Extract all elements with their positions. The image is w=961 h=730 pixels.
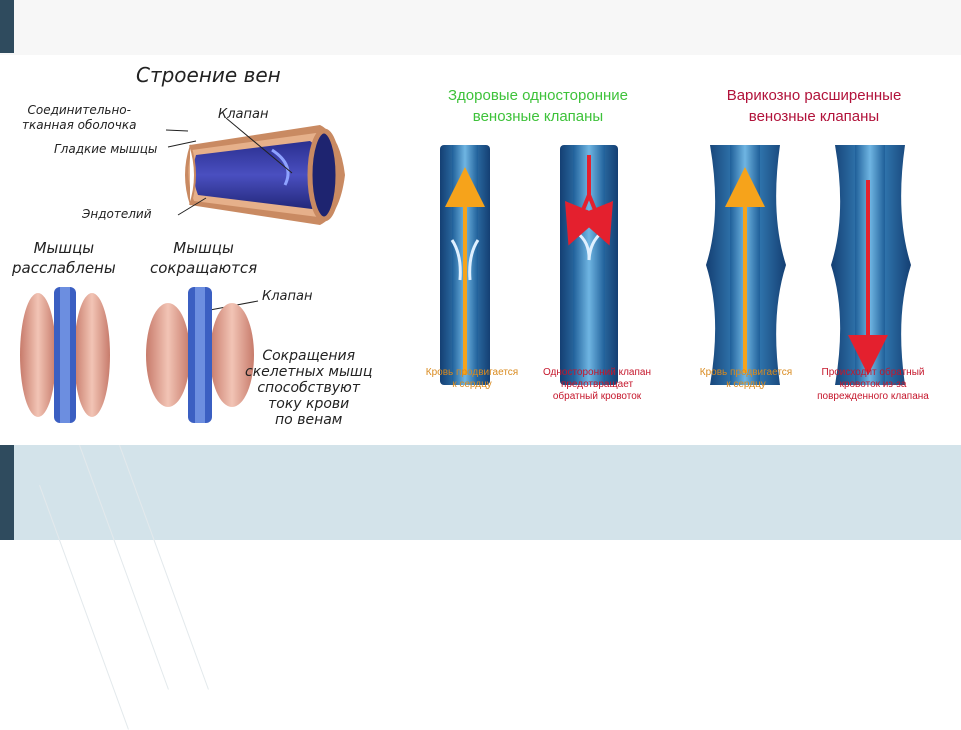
valve-label-bottom: Клапан	[262, 289, 313, 304]
vein-structure-title: Строение вен	[136, 63, 281, 87]
caption-varicose-flow: Кровь продвигается к сердцу	[699, 367, 793, 390]
caption-healthy-flow: Кровь продвигается к сердцу	[425, 367, 519, 390]
accent-bar-top	[0, 0, 14, 53]
vein-illustration	[20, 117, 911, 423]
top-band	[0, 0, 961, 55]
muscle-contraction-caption: Сокращения скелетных мышц способствуют т…	[245, 348, 373, 428]
valve-label-top: Клапан	[218, 107, 269, 122]
varicose-valves-title: Варикозно расширенные венозные клапаны	[726, 87, 902, 125]
bottom-band	[0, 445, 961, 730]
slide-content: Строение вен Соединительно- тканная обол…	[0, 55, 961, 445]
caption-backflow: Происходит обратный кровоток из-за повре…	[817, 367, 929, 402]
smooth-muscle-label: Гладкие мышцы	[54, 142, 158, 156]
healthy-vein-1	[440, 145, 490, 385]
healthy-vein-2	[560, 145, 618, 385]
endothelium-label: Эндотелий	[82, 207, 152, 221]
connective-tissue-label: Соединительно- тканная оболочка	[22, 103, 137, 132]
contracting-muscles	[146, 287, 254, 423]
accent-bar-bottom	[0, 445, 14, 540]
muscles-relaxed-label: Мышцы расслаблены	[12, 239, 116, 277]
healthy-valves-title: Здоровые односторонние венозные клапаны	[447, 87, 628, 125]
relaxed-muscles	[20, 287, 110, 423]
varicose-vein-2	[831, 145, 911, 385]
varicose-vein-1	[706, 145, 786, 385]
muscles-contracting-label: Мышцы сокращаются	[150, 239, 258, 277]
caption-valve-prevents: Односторонний клапан предотвращает обрат…	[542, 367, 651, 402]
vein-cross-section	[185, 125, 345, 225]
